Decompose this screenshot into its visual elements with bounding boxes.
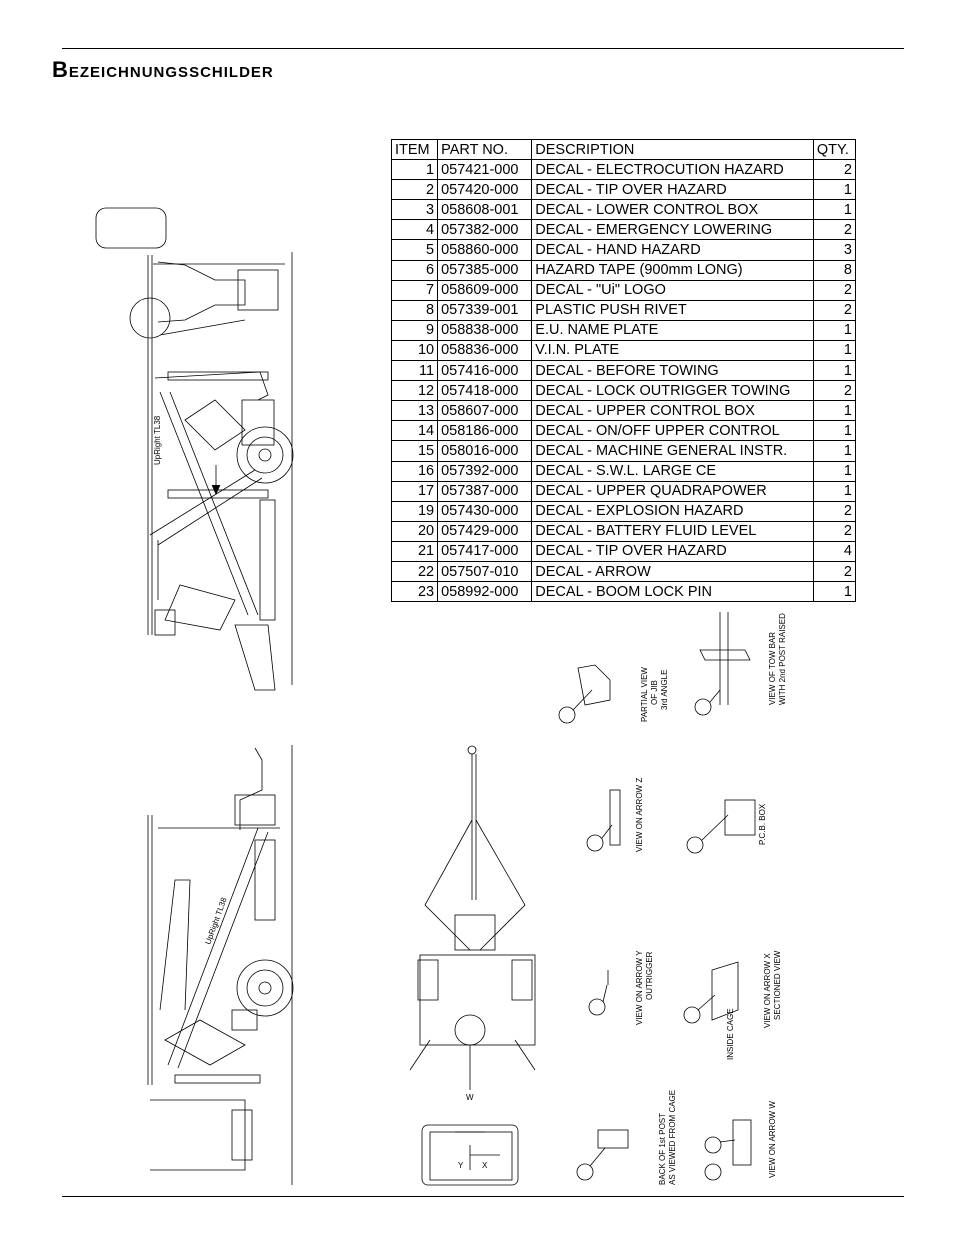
brand-label-upper: UpRight TL38 — [153, 415, 162, 465]
cell-description: DECAL - ON/OFF UPPER CONTROL — [531, 420, 814, 442]
cell-part-no: 058836-000 — [437, 339, 533, 362]
cell-item: 17 — [390, 480, 439, 502]
cell-part-no: 058992-000 — [437, 581, 533, 603]
caption-partial-view-2: OF JIB — [650, 680, 659, 705]
trailer-plan-view: W Y X — [409, 745, 536, 1186]
cell-part-no: 057382-000 — [437, 219, 533, 241]
cell-description: DECAL - EMERGENCY LOWERING — [531, 219, 814, 241]
top-rule — [62, 48, 904, 49]
cell-part-no: 057507-010 — [437, 560, 533, 583]
caption-inside-cage: INSIDE CAGE — [726, 1008, 735, 1060]
cell-description: DECAL - LOCK OUTRIGGER TOWING — [531, 380, 814, 402]
cell-item: 13 — [390, 400, 439, 422]
detail-views — [558, 612, 756, 1181]
arrow-x-letter: X — [482, 1161, 488, 1170]
cell-description: DECAL - ELECTROCUTION HAZARD — [531, 159, 814, 181]
caption-arrow-z: VIEW ON ARROW Z — [635, 778, 644, 852]
cell-item: 15 — [390, 440, 439, 462]
lower-side-view: UpRight TL38 — [147, 745, 294, 1185]
page-title: Bezeichnungsschilder — [52, 57, 274, 82]
caption-partial-view-1: PARTIAL VIEW — [640, 667, 649, 722]
cell-part-no: 057430-000 — [437, 500, 533, 522]
cell-qty: 1 — [812, 199, 857, 221]
header-part-no: PART NO. — [437, 138, 533, 161]
cell-part-no: 057416-000 — [437, 360, 533, 382]
arrow-y-letter: Y — [458, 1161, 464, 1170]
cell-part-no: 058016-000 — [437, 440, 533, 462]
cell-part-no: 058609-000 — [437, 279, 533, 301]
caption-arrow-y-2: OUTRIGGER — [645, 951, 654, 1000]
arrow-w-letter: W — [466, 1093, 474, 1102]
cell-description: DECAL - BOOM LOCK PIN — [531, 581, 814, 603]
caption-tow-bar-2: WITH 2nd POST RAISED — [778, 613, 787, 705]
caption-tow-bar-1: VIEW OF TOW BAR — [768, 632, 777, 705]
cell-description: DECAL - EXPLOSION HAZARD — [531, 500, 814, 522]
cell-part-no: 058860-000 — [437, 239, 533, 261]
cell-description: DECAL - BEFORE TOWING — [531, 360, 814, 382]
cell-item: 23 — [390, 581, 439, 603]
cell-qty: 8 — [812, 259, 857, 281]
caption-partial-view-3: 3rd ANGLE — [660, 670, 669, 710]
cell-qty: 1 — [812, 319, 857, 341]
cell-part-no: 057387-000 — [437, 480, 533, 502]
cell-part-no: 057420-000 — [437, 179, 533, 201]
cell-item: 10 — [390, 339, 439, 362]
cell-part-no: 057418-000 — [437, 380, 533, 402]
cell-description: PLASTIC PUSH RIVET — [531, 299, 814, 321]
cell-item: 14 — [390, 420, 439, 442]
caption-arrow-x-1: VIEW ON ARROW X — [763, 953, 772, 1028]
cell-part-no: 058608-001 — [437, 199, 533, 221]
caption-pcb-box: P.C.B. BOX — [758, 803, 767, 845]
cell-part-no: 057429-000 — [437, 520, 533, 542]
caption-back-post-1: BACK OF 1st POST — [658, 1113, 667, 1185]
bottom-rule — [62, 1196, 904, 1197]
cell-part-no: 057339-001 — [437, 299, 533, 321]
caption-arrow-w: VIEW ON ARROW W — [768, 1101, 777, 1178]
cell-description: DECAL - TIP OVER HAZARD — [531, 540, 814, 562]
caption-arrow-x-2: SECTIONED VIEW — [773, 950, 782, 1020]
upper-side-view: UpRight TL38 — [95, 207, 294, 691]
cell-description: DECAL - BATTERY FLUID LEVEL — [531, 520, 814, 542]
cell-part-no: 057392-000 — [437, 460, 533, 482]
cell-qty: 2 — [812, 299, 857, 321]
cell-qty: 1 — [812, 480, 857, 502]
cell-description: DECAL - MACHINE GENERAL INSTR. — [531, 440, 814, 462]
cell-item: 21 — [390, 540, 439, 562]
cell-qty: 1 — [812, 581, 857, 603]
caption-back-post-2: AS VIEWED FROM CAGE — [668, 1090, 677, 1185]
caption-arrow-y-1: VIEW ON ARROW Y — [635, 950, 644, 1025]
cell-description: DECAL - LOWER CONTROL BOX — [531, 199, 814, 221]
cell-description: E.U. NAME PLATE — [531, 319, 814, 341]
